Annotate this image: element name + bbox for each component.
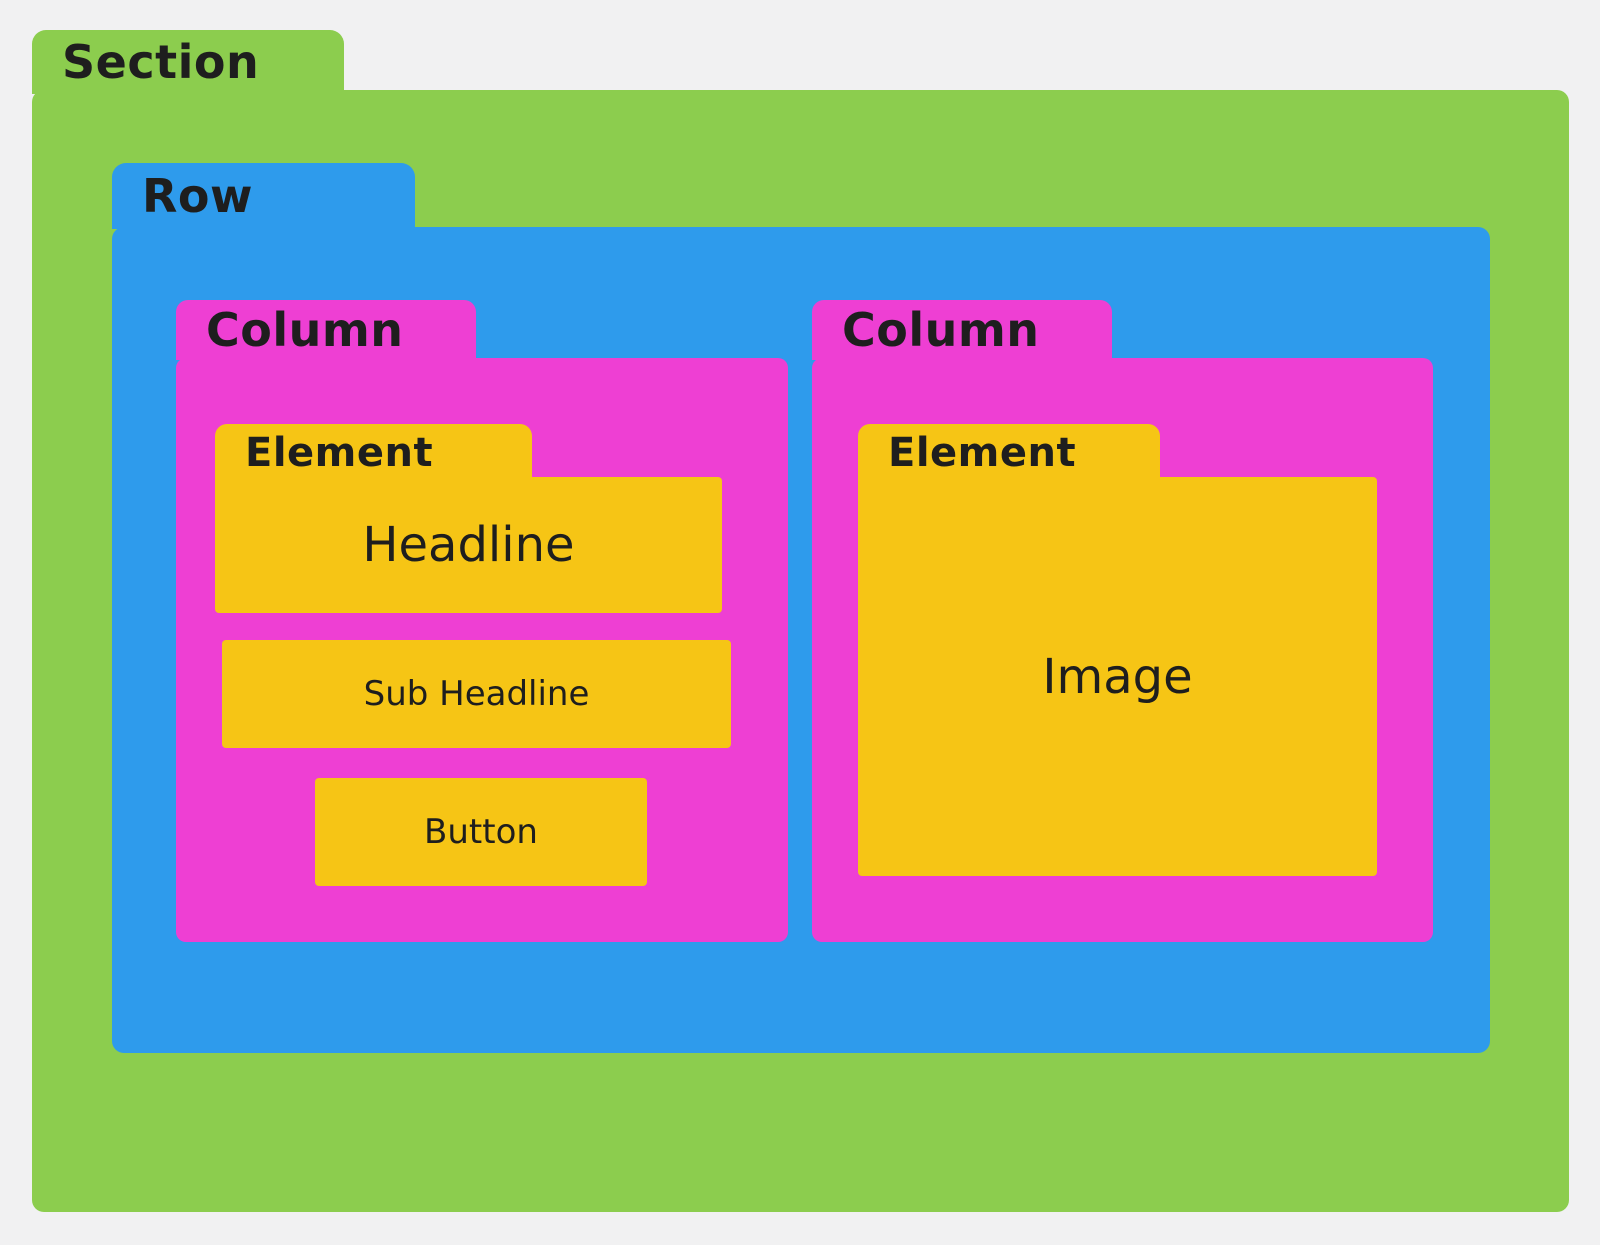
button-box: Button <box>315 778 647 886</box>
sub-headline-text: Sub Headline <box>363 674 590 714</box>
column-1-tab: Column <box>176 300 476 360</box>
image-element-body: Image <box>858 477 1377 876</box>
image-text: Image <box>1042 648 1193 705</box>
section-label: Section <box>62 35 260 89</box>
headline-element-body: Headline <box>215 477 722 613</box>
column-1-label: Column <box>206 303 404 357</box>
row-label: Row <box>142 169 254 223</box>
column-2-label: Column <box>842 303 1040 357</box>
headline-element-tab: Element <box>215 424 532 482</box>
row-tab: Row <box>112 163 415 229</box>
sub-headline-box: Sub Headline <box>222 640 731 748</box>
headline-element-label: Element <box>245 430 434 476</box>
section-tab: Section <box>32 30 344 94</box>
column-2-tab: Column <box>812 300 1112 360</box>
image-element-tab: Element <box>858 424 1160 482</box>
button-text: Button <box>424 812 538 852</box>
image-element-label: Element <box>888 430 1077 476</box>
headline-text: Headline <box>362 517 575 573</box>
